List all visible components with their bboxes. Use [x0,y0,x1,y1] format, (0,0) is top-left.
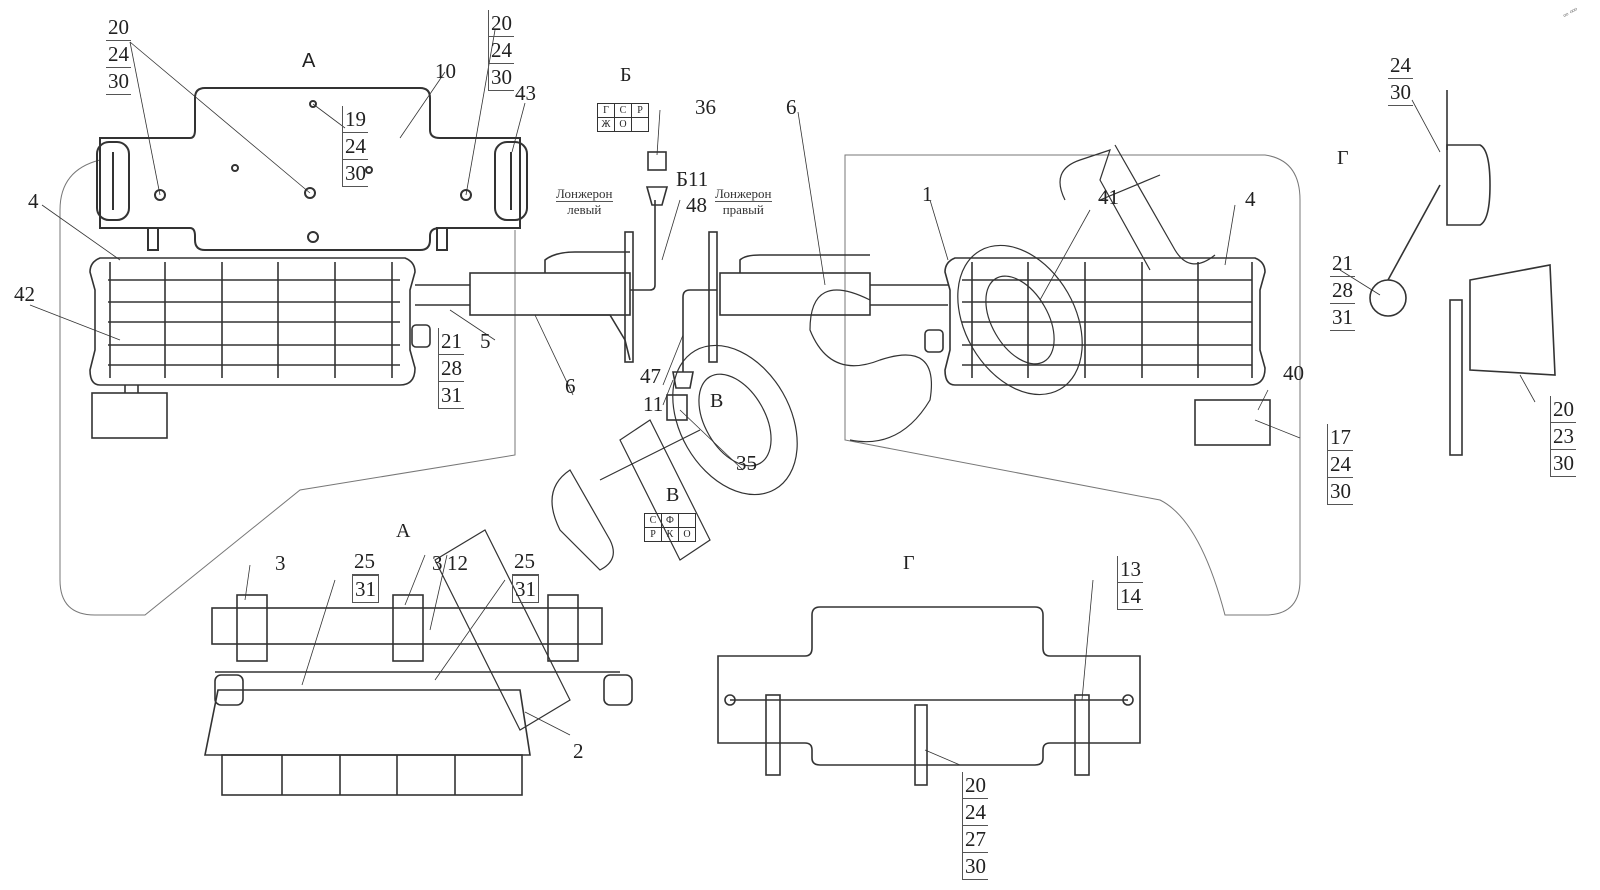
callout-41: 41 [1098,185,1119,209]
view-marker-G: Г [1337,147,1349,169]
callout-6-left: 6 [565,374,576,398]
callout-20-24-30-left: 20 24 30 [106,15,131,95]
spars [624,231,718,363]
callout-4-left: 4 [28,189,39,213]
connector-35 [666,371,694,421]
callout-35: 35 [736,451,757,475]
bottom-view-A [204,594,633,796]
callout-3-mid: 3 [432,551,443,575]
view-marker-V: В [710,390,724,412]
callout-10: 10 [435,59,456,83]
view-label-A-bottom: А [396,520,411,542]
callout-40: 40 [1283,361,1304,385]
callout-25-31-right: 25 31 [512,548,539,603]
callout-21-28-31-left: 21 28 31 [438,328,464,409]
callout-12: 12 [447,551,468,575]
callout-25-31-left: 25 31 [352,548,379,603]
callout-1: 1 [922,182,933,206]
view-marker-A: А [302,50,316,72]
callout-17-24-30: 17 24 30 [1327,424,1353,505]
callout-20-24-30-right: 20 24 30 [488,10,514,91]
callout-19-24-30: 19 24 30 [342,106,368,187]
callout-36: 36 [695,95,716,119]
callout-47: 47 [640,364,661,388]
connector-36 [645,151,669,206]
lamp-left [89,257,431,439]
callout-11: 11 [643,392,664,416]
leader-lines [29,29,1536,766]
callout-3-left: 3 [275,551,286,575]
view-marker-B11: Б11 [676,167,709,191]
side-view-G [1369,90,1556,456]
lamp-right [924,257,1271,446]
beam-right [719,254,948,316]
callout-48: 48 [686,193,707,217]
harness-48 [630,200,656,291]
callout-13-14: 13 14 [1117,556,1143,610]
callout-4-right: 4 [1245,187,1256,211]
cab-outline-left [59,159,516,616]
mount-plate-top [96,87,528,251]
view-label-V: В [666,484,680,506]
beam-left [415,251,631,361]
callout-21-28-31-side: 21 28 31 [1330,251,1355,331]
cab-outline-right [844,154,1301,616]
view-label-G-bottom: Г [903,552,915,574]
caption-spar-right: Лонжерон правый [715,186,772,217]
harness-47 [682,289,717,372]
callout-20-23-30: 20 23 30 [1550,396,1576,477]
caption-spar-left: Лонжерон левый [556,186,613,217]
view-label-B: Б [620,64,632,86]
autosoft-watermark [434,144,1216,731]
callout-2: 2 [573,739,584,763]
callout-24-30-side: 24 30 [1388,53,1413,106]
bottom-view-G [717,606,1141,786]
callout-43: 43 [515,81,536,105]
callout-5: 5 [480,329,491,353]
callout-20-24-27-30: 20 24 27 30 [962,772,988,880]
callout-6-right: 6 [786,95,797,119]
callout-42: 42 [14,282,35,306]
